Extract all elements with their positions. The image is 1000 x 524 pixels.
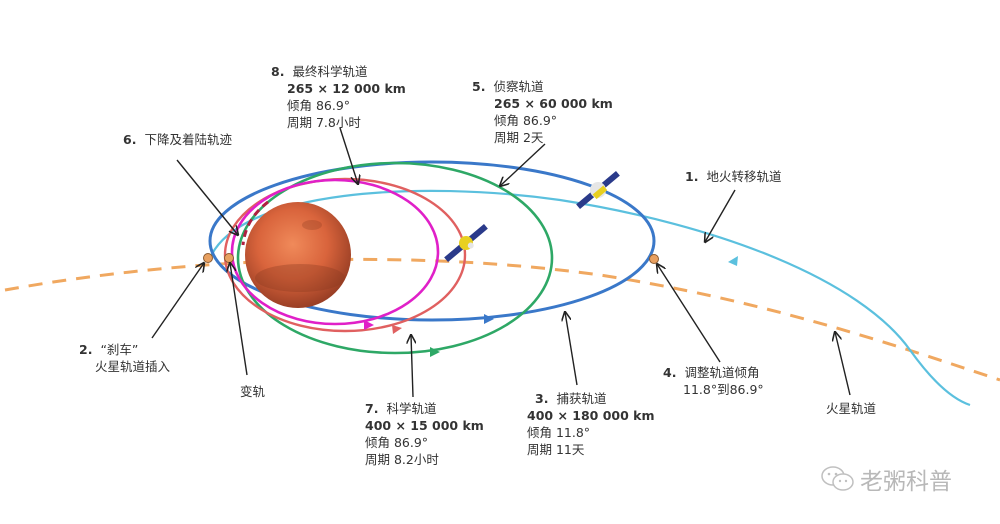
final-orbit-direction-icon	[364, 320, 374, 330]
wechat-icon	[821, 466, 854, 491]
inclination-change-marker	[649, 254, 659, 264]
science-orbit-direction-icon	[392, 325, 402, 334]
capture-orbit-path	[208, 160, 656, 322]
transfer-orbit-direction-icon	[728, 256, 738, 266]
capture-orbit-label: 3.捕获轨道 400 × 180 000 km 倾角 11.8° 周期 11天	[527, 391, 655, 457]
transfer-orbit-label: 1.地火转移轨道	[685, 169, 782, 184]
science-orbit-label: 7.科学轨道 400 × 15 000 km 倾角 86.9° 周期 8.2小时	[365, 401, 484, 467]
orbit-insertion-marker	[203, 253, 213, 263]
descent-landing-label: 6.下降及着陆轨迹	[123, 132, 232, 147]
orbit-insertion-label: 2.“刹车” 火星轨道插入	[79, 342, 171, 374]
mars-orbit-label: 火星轨道	[826, 401, 877, 416]
capture-orbit-direction-icon	[484, 314, 494, 324]
final-science-orbit-path	[230, 178, 440, 326]
watermark-text: 老粥科普	[860, 469, 952, 495]
orbit-change-label: 变轨	[240, 384, 266, 399]
leader-lines	[151, 127, 851, 398]
transfer-orbit-path	[208, 189, 971, 407]
inclination-change-label: 4.调整轨道倾角 11.8°到86.9°	[663, 365, 764, 397]
recon-orbit-label: 5.侦察轨道 265 × 60 000 km 倾角 86.9° 周期 2天	[472, 79, 613, 145]
final-science-orbit-label: 8.最终科学轨道 265 × 12 000 km 倾角 86.9° 周期 7.8…	[271, 64, 406, 130]
recon-orbit-direction-icon	[430, 347, 440, 357]
spacecraft-icon	[576, 170, 620, 210]
watermark: 老粥科普	[820, 462, 952, 496]
recon-orbit-path	[236, 161, 554, 355]
mars-planet	[245, 202, 351, 308]
spacecraft-icon	[444, 223, 488, 263]
mars-orbit-path	[4, 257, 1000, 382]
orbit-change-marker	[224, 253, 234, 263]
descent-track-path	[241, 200, 269, 246]
